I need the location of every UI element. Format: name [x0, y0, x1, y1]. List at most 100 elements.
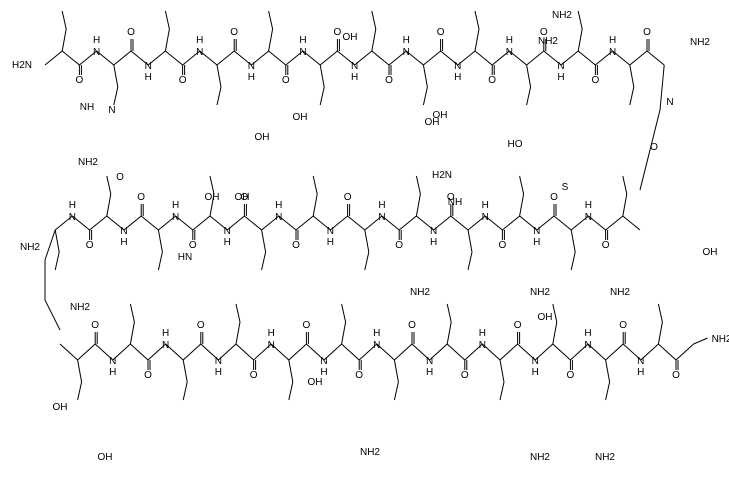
side-chain-bond	[341, 303, 347, 323]
side-chain-bond	[519, 193, 525, 217]
side-chain-label: NH2	[690, 37, 710, 48]
backbone-bond	[629, 50, 648, 66]
backbone-bond	[517, 343, 536, 361]
carbonyl-oxygen: O	[385, 75, 393, 86]
side-chain-bond	[261, 251, 267, 271]
amide-nitrogen: N	[637, 356, 644, 367]
carbonyl-oxygen: O	[514, 320, 522, 331]
backbone-bond	[588, 215, 606, 231]
backbone-bond	[405, 50, 424, 66]
backbone-bond	[587, 343, 606, 361]
backbone-bond	[182, 50, 201, 66]
amide-hydrogen: H	[224, 237, 231, 248]
backbone-bond	[79, 50, 97, 66]
side-chain-bond	[605, 381, 611, 401]
side-chain-bond	[622, 175, 628, 195]
backbone-bond	[199, 50, 218, 66]
side-chain-bond	[371, 10, 377, 30]
carbonyl-oxygen: O	[540, 27, 548, 38]
amide-hydrogen: H	[426, 367, 433, 378]
side-chain-label: HO	[508, 139, 523, 150]
backbone-bond	[543, 50, 562, 66]
side-chain-label: OH	[308, 377, 323, 388]
backbone-bond	[423, 50, 441, 66]
side-chain-bond	[467, 251, 473, 271]
side-chain-bond	[129, 303, 135, 323]
side-chain-label: NH	[80, 102, 94, 113]
side-chain-bond	[54, 251, 60, 271]
amide-hydrogen: H	[378, 200, 385, 211]
backbone-bond	[440, 50, 459, 66]
backbone-bond	[140, 215, 159, 231]
side-chain-bond	[182, 381, 188, 401]
side-chain-bond	[474, 28, 480, 52]
carbonyl-oxygen: O	[567, 370, 575, 381]
side-chain-bond	[268, 28, 274, 52]
backbone-bond	[175, 215, 194, 231]
side-chain-bond	[577, 28, 583, 52]
side-chain-label: NH2	[530, 452, 550, 463]
side-chain-label: S	[562, 182, 569, 193]
side-chain-label: NH2	[595, 452, 615, 463]
amide-nitrogen: N	[373, 340, 380, 351]
side-chain-bond	[319, 86, 325, 106]
amide-nitrogen: N	[69, 212, 76, 223]
side-chain-bond	[61, 28, 67, 52]
carbonyl-oxygen: O	[650, 142, 658, 153]
amide-hydrogen: H	[93, 35, 100, 46]
backbone-bond	[622, 343, 642, 361]
amide-hydrogen: H	[557, 72, 564, 83]
carbonyl-oxygen: O	[76, 75, 84, 86]
amide-hydrogen: H	[172, 200, 179, 211]
backbone-bond	[233, 50, 252, 66]
backbone-bond	[595, 50, 613, 66]
side-chain-label: NH2	[360, 447, 380, 458]
side-chain-label: OH	[53, 402, 68, 413]
side-chain-bond	[570, 251, 576, 271]
amide-hydrogen: H	[120, 237, 127, 248]
side-chain-bond	[216, 86, 222, 106]
side-chain-bond	[657, 321, 663, 345]
amide-hydrogen: H	[637, 367, 644, 378]
backbone-bond	[278, 215, 297, 231]
side-chain-bond	[415, 175, 421, 195]
carbonyl-oxygen: O	[619, 320, 627, 331]
backbone-bond	[337, 50, 355, 66]
amide-nitrogen: N	[557, 61, 564, 72]
backbone-bond	[526, 50, 545, 66]
backbone-bond	[268, 50, 287, 66]
side-chain-label: NH2	[410, 287, 430, 298]
amide-hydrogen: H	[479, 328, 486, 339]
side-chain-label: OH	[343, 32, 358, 43]
backbone-bond	[605, 215, 624, 231]
amide-nitrogen: N	[482, 212, 489, 223]
backbone-bond	[482, 343, 501, 361]
amide-nitrogen: N	[666, 97, 673, 108]
backbone-bond	[371, 50, 390, 66]
backbone-bond	[612, 50, 631, 66]
amide-nitrogen: N	[378, 212, 385, 223]
amide-hydrogen: H	[454, 72, 461, 83]
carbonyl-oxygen: O	[303, 320, 311, 331]
amide-nitrogen: N	[351, 61, 358, 72]
side-chain-bond	[371, 28, 377, 52]
backbone-bond	[270, 343, 290, 361]
side-chain-bond	[261, 229, 267, 253]
amide-nitrogen: N	[430, 226, 437, 237]
carbonyl-oxygen: O	[334, 27, 342, 38]
backbone-bond	[446, 343, 466, 361]
backbone-bond	[605, 343, 624, 361]
carbonyl-oxygen: O	[488, 75, 496, 86]
amide-nitrogen: N	[320, 356, 327, 367]
backbone-bond	[354, 50, 373, 66]
carbonyl-oxygen: O	[179, 75, 187, 86]
backbone-bond	[44, 299, 61, 331]
side-chain-label: OH	[703, 247, 718, 258]
amide-nitrogen: N	[403, 47, 410, 58]
side-chain-bond	[235, 321, 241, 345]
backbone-bond	[474, 50, 493, 66]
backbone-bond	[534, 343, 554, 361]
side-chain-bond	[61, 10, 67, 30]
carbonyl-oxygen: O	[127, 27, 135, 38]
amide-hydrogen: H	[585, 200, 592, 211]
